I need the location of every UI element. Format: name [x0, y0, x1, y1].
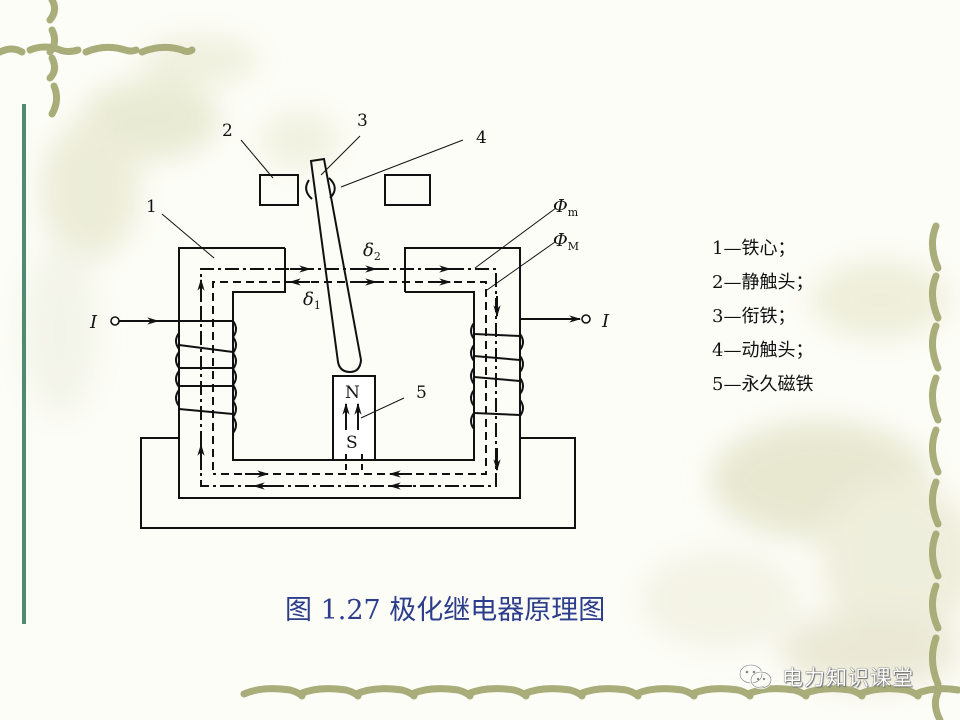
label-part-4: 4 [476, 128, 487, 148]
watermark-text: 电力知识课堂 [782, 666, 914, 690]
label-flux-M: ΦM [553, 230, 579, 253]
magnet-south-label: S [346, 433, 358, 453]
label-gap-delta1: δ1 [303, 289, 321, 312]
coil-left [118, 320, 237, 434]
current-terminal-left: I [89, 312, 160, 333]
vine-bottom [240, 685, 960, 700]
parts-legend: 1—铁心； 2—静触头； 3—衔铁； 4—动触头； 5—永久磁铁 [712, 232, 813, 402]
permanent-magnet [332, 375, 376, 461]
left-accent-bar [22, 104, 26, 624]
wechat-icon [738, 663, 773, 690]
watermark: 电力知识课堂 [738, 662, 914, 692]
legend-item-3: 3—衔铁； [712, 306, 796, 327]
vine-top-left [0, 0, 196, 118]
legend-item-1: 1—铁心； [712, 238, 796, 259]
legend-item-4: 4—动触头； [712, 340, 814, 361]
figure-caption: 图 1.27 极化继电器原理图 [285, 595, 606, 626]
leader-lines [161, 135, 557, 419]
current-label-right: I [601, 311, 610, 332]
background-blotches [20, 35, 960, 690]
label-gap-delta2: δ2 [363, 240, 381, 263]
armature [309, 157, 363, 374]
magnet-north-label: N [345, 383, 360, 403]
magnet-flux-arrows [342, 402, 363, 470]
moving-contact [305, 177, 336, 200]
legend-item-5: 5—永久磁铁 [712, 374, 814, 395]
flux-path-dash-dot [200, 268, 497, 487]
vine-right [929, 222, 944, 720]
label-part-2: 2 [222, 121, 233, 141]
current-label-left: I [89, 312, 98, 333]
flux-arrows [197, 265, 501, 490]
stationary-contact-left [259, 174, 299, 206]
stationary-contact-right [384, 174, 431, 206]
coil-right [470, 318, 580, 430]
current-terminal-right: I [555, 311, 610, 332]
iron-core [178, 247, 521, 499]
label-part-1: 1 [146, 197, 157, 217]
label-part-3: 3 [357, 111, 368, 131]
base-frame [140, 437, 576, 529]
label-part-5: 5 [416, 383, 427, 403]
legend-item-2: 2—静触头； [712, 272, 814, 293]
label-flux-m: Φm [553, 196, 579, 219]
